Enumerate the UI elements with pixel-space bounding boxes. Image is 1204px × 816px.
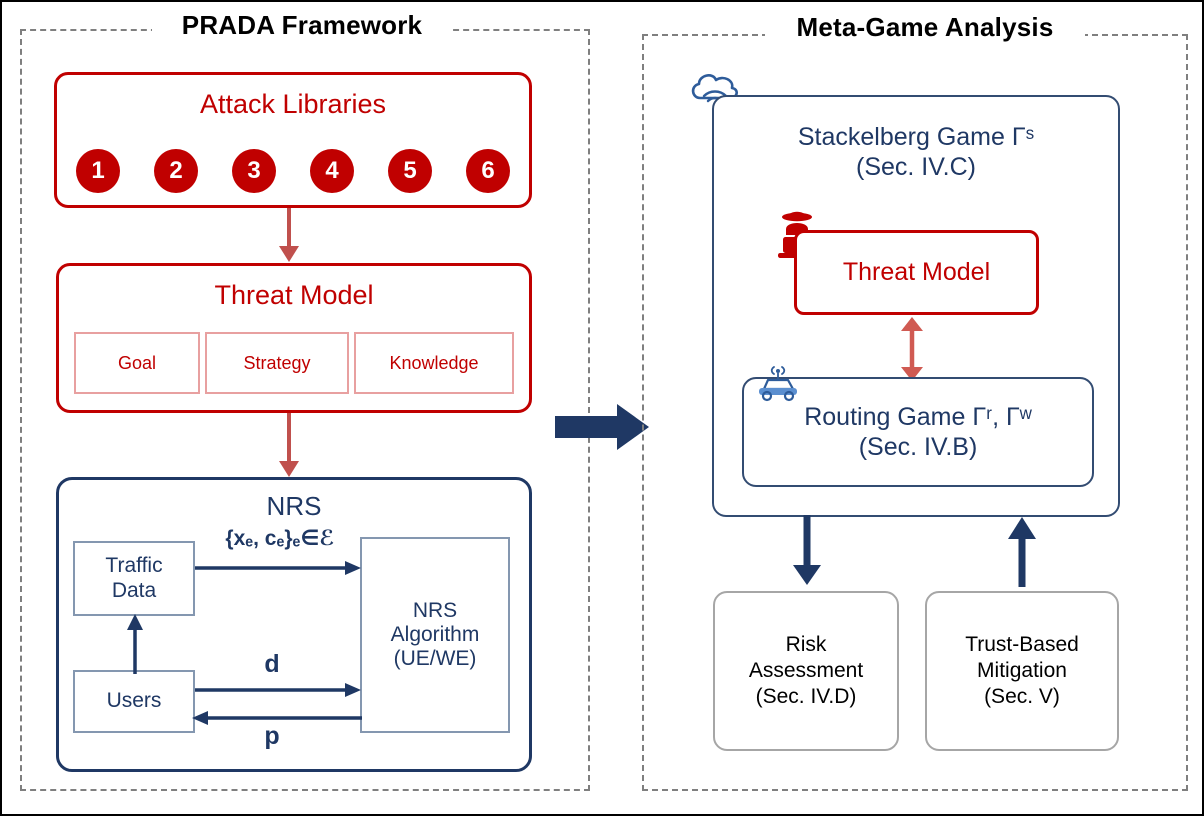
arrow-users-to-algorithm [195,683,361,697]
stackelberg-game-label: Stackelberg Game Γˢ (Sec. IV.C) [712,112,1120,192]
traffic-data-label-line1: Traffic [105,554,163,578]
attack-library-items: 1 2 3 4 5 6 [64,145,522,197]
price-label: p [264,722,280,750]
traffic-data-label-line2: Data [111,578,157,602]
attack-library-item[interactable]: 3 [232,149,276,193]
risk-assessment-line1: Risk [785,632,827,656]
risk-assessment-box[interactable]: Risk Assessment (Sec. IV.D) [713,591,899,751]
risk-assessment-line2: Assessment [748,658,864,682]
nrs-algorithm-line1: NRS [412,598,458,622]
threat-component-knowledge[interactable]: Knowledge [354,332,514,394]
threat-component-goal[interactable]: Goal [74,332,200,394]
arrow-to-risk-assessment [793,515,821,585]
routing-game-line1: Routing Game Γʳ, Γʷ [804,402,1032,431]
arrow-algorithm-to-users [192,711,362,725]
threat-component-strategy[interactable]: Strategy [205,332,349,394]
attack-library-item[interactable]: 4 [310,149,354,193]
attack-library-item[interactable]: 6 [466,149,510,193]
attack-library-item[interactable]: 2 [154,149,198,193]
trust-mitigation-line2: Mitigation [977,658,1067,682]
attack-library-item[interactable]: 1 [76,149,120,193]
arrow-users-to-traffic [127,614,143,674]
threat-model-components: Goal Strategy Knowledge [74,332,514,394]
users-label: Users [106,689,162,713]
threat-model-label-right: Threat Model [842,258,991,286]
nrs-algorithm-line2: Algorithm [390,622,480,646]
edge-flow-label: {xₑ, cₑ}ₑ∈ℰ [225,527,335,550]
prada-framework-title: PRADA Framework [152,10,452,41]
threat-model-title: Threat Model [214,279,374,310]
trust-mitigation-line1: Trust-Based [965,632,1079,656]
demand-label: d [264,650,280,678]
nrs-algorithm-box[interactable]: NRS Algorithm (UE/WE) [360,537,510,733]
nrs-title: NRS [266,490,322,521]
risk-assessment-line3: (Sec. IV.D) [755,685,857,709]
users-box[interactable]: Users [73,670,195,733]
right-block-arrow [555,404,649,450]
stackelberg-game-line1: Stackelberg Game Γˢ [797,122,1035,151]
traffic-data-box[interactable]: Traffic Data [73,541,195,616]
arrow-threat-to-nrs [279,413,299,477]
routing-game-box [742,377,1094,487]
routing-game-label: Routing Game Γʳ, Γʷ (Sec. IV.B) [742,390,1094,474]
attack-libraries-box [54,72,532,208]
arrow-traffic-to-algorithm [195,561,361,575]
arrow-from-trust-mitigation [1008,517,1036,587]
meta-game-analysis-title: Meta-Game Analysis [765,12,1085,43]
nrs-algorithm-line3: (UE/WE) [393,647,477,671]
routing-game-line2: (Sec. IV.B) [858,433,978,461]
bidirectional-arrow-threat-routing [901,317,923,381]
connected-car-icon [759,366,797,402]
trust-mitigation-box[interactable]: Trust-Based Mitigation (Sec. V) [925,591,1119,751]
attack-libraries-title: Attack Libraries [199,88,387,119]
arrow-attack-to-threat [279,208,299,262]
attack-library-item[interactable]: 5 [388,149,432,193]
stackelberg-game-line2: (Sec. IV.C) [856,153,976,181]
threat-model-box-right [794,230,1039,315]
trust-mitigation-line3: (Sec. V) [984,685,1060,709]
